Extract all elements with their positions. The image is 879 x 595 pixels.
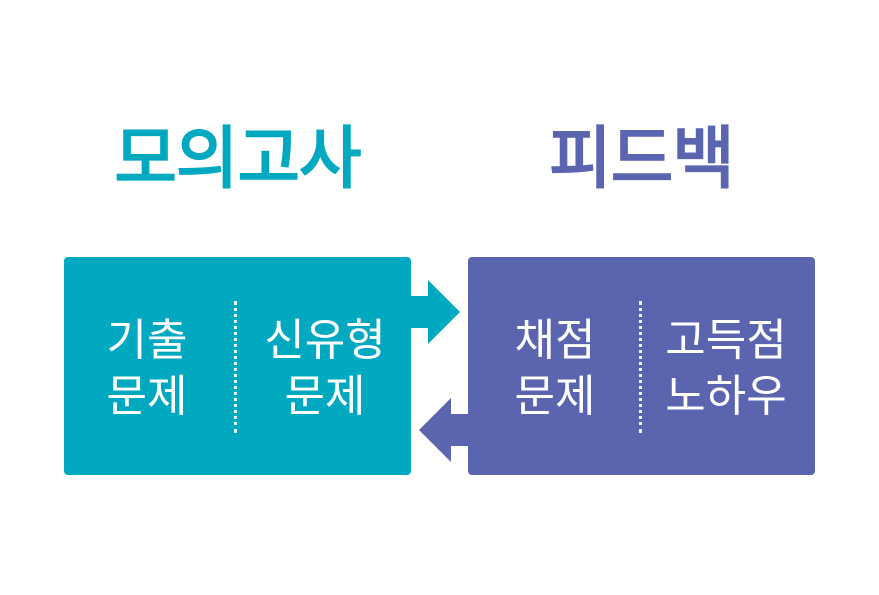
box-divider [639, 301, 642, 433]
new-type-questions-line1: 신유형 [264, 315, 386, 366]
box-divider [234, 301, 237, 433]
new-type-questions-line2: 문제 [284, 371, 366, 422]
scoring-questions-line2: 문제 [514, 371, 596, 422]
right-arrow-icon [410, 280, 460, 344]
feedback-box: 채점 문제 고득점 노하우 [468, 257, 815, 475]
new-type-questions-cell: 신유형 문제 [250, 313, 400, 425]
past-questions-line1: 기출 [106, 315, 188, 366]
mock-exam-box: 기출 문제 신유형 문제 [64, 257, 411, 475]
left-arrow-icon [419, 398, 469, 462]
past-questions-line2: 문제 [106, 371, 188, 422]
feedback-title: 피드백 [549, 120, 735, 199]
high-score-knowhow-line1: 고득점 [665, 315, 787, 366]
high-score-knowhow-cell: 고득점 노하우 [651, 313, 801, 425]
scoring-questions-cell: 채점 문제 [480, 313, 630, 425]
past-questions-cell: 기출 문제 [72, 313, 222, 425]
high-score-knowhow-line2: 노하우 [665, 371, 787, 422]
mock-exam-title: 모의고사 [114, 120, 361, 199]
scoring-questions-line1: 채점 [514, 315, 596, 366]
